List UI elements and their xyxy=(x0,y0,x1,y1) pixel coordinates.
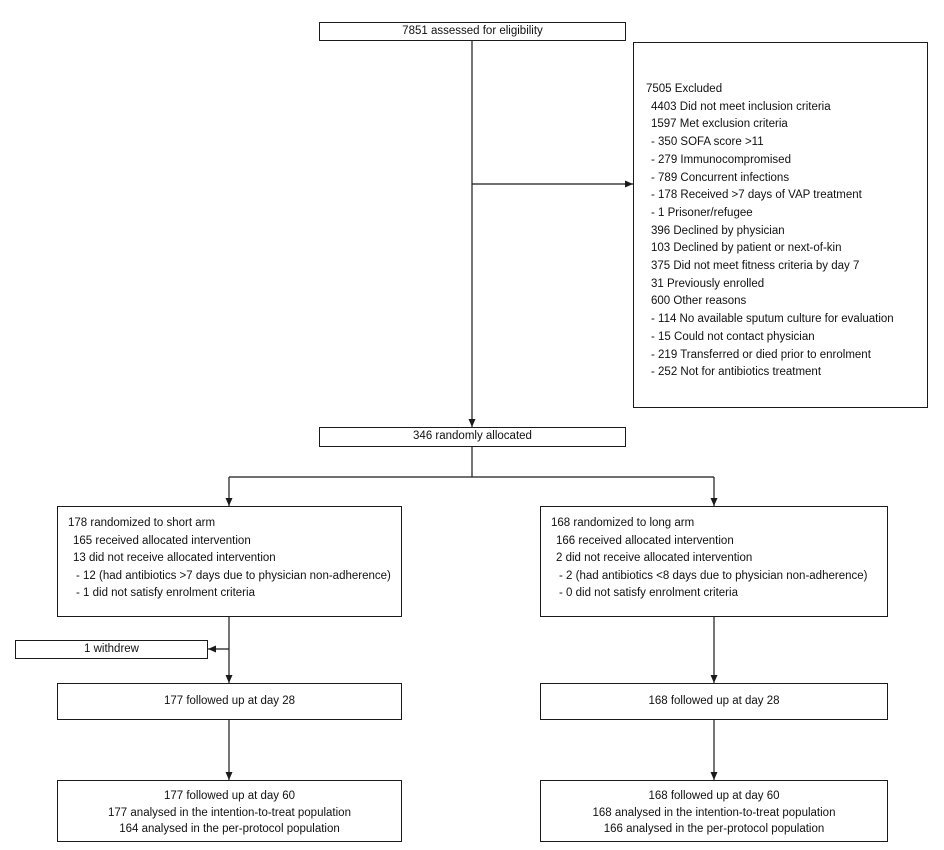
long-day28-box: 168 followed up at day 28 xyxy=(540,683,888,720)
long-arm-line: 2 did not receive allocated intervention xyxy=(556,552,753,565)
short-arm-box: 178 randomized to short arm 165 received… xyxy=(57,506,402,617)
excluded-line: 31 Previously enrolled xyxy=(651,277,765,290)
excluded-line: 1597 Met exclusion criteria xyxy=(651,118,788,131)
short-day28-box: 177 followed up at day 28 xyxy=(57,683,402,720)
excluded-line: - 1 Prisoner/refugee xyxy=(651,206,753,219)
allocated-label: 346 randomly allocated xyxy=(413,430,532,443)
excluded-line: - 279 Immunocompromised xyxy=(651,153,791,166)
excluded-line: - 178 Received >7 days of VAP treatment xyxy=(651,189,862,202)
excluded-line: 375 Did not meet fitness criteria by day… xyxy=(651,260,860,273)
long-arm-line: - 0 did not satisfy enrolment criteria xyxy=(559,587,738,600)
short-day28-label: 177 followed up at day 28 xyxy=(163,694,296,707)
eligibility-label: 7851 assessed for eligibility xyxy=(402,24,543,37)
excluded-line: 7505 Excluded xyxy=(646,83,723,95)
short-arm-line: 13 did not receive allocated interventio… xyxy=(73,552,276,565)
long-arm-line: - 2 (had antibiotics <8 days due to phys… xyxy=(559,569,868,582)
excluded-line: - 15 Could not contact physician xyxy=(651,330,815,343)
excluded-line: - 350 SOFA score >11 xyxy=(651,136,764,149)
excluded-line: - 252 Not for antibiotics treatment xyxy=(651,366,822,379)
long-day60-line: 168 followed up at day 60 xyxy=(648,790,780,802)
excluded-line: - 219 Transferred or died prior to enrol… xyxy=(651,348,871,361)
short-arm-line: - 12 (had antibiotics >7 days due to phy… xyxy=(76,569,391,582)
long-day28-label: 168 followed up at day 28 xyxy=(648,694,780,707)
excluded-line: - 789 Concurrent infections xyxy=(651,171,790,184)
eligibility-box: 7851 assessed for eligibility xyxy=(319,22,626,41)
withdrew-box: 1 withdrew xyxy=(15,640,208,659)
excluded-line: 103 Declined by patient or next-of-kin xyxy=(651,242,842,255)
long-arm-line: 166 received allocated intervention xyxy=(556,534,734,547)
short-day60-line: 164 analysed in the per-protocol populat… xyxy=(119,823,340,835)
excluded-line: 4403 Did not meet inclusion criteria xyxy=(651,100,831,113)
excluded-line: 396 Declined by physician xyxy=(651,224,785,237)
short-day60-line: 177 followed up at day 60 xyxy=(163,790,296,802)
short-arm-line: 165 received allocated intervention xyxy=(73,534,251,547)
short-arm-line: - 1 did not satisfy enrolment criteria xyxy=(76,587,255,600)
short-day60-box: 177 followed up at day 60 177 analysed i… xyxy=(57,780,402,842)
allocated-box: 346 randomly allocated xyxy=(319,427,626,447)
short-day60-line: 177 analysed in the intention-to-treat p… xyxy=(108,806,351,819)
excluded-line: 600 Other reasons xyxy=(651,295,747,308)
short-arm-line: 178 randomized to short arm xyxy=(68,517,216,529)
long-arm-box: 168 randomized to long arm 166 received … xyxy=(540,506,888,617)
excluded-box: 7505 Excluded 4403 Did not meet inclusio… xyxy=(633,42,928,408)
excluded-line: - 114 No available sputum culture for ev… xyxy=(651,313,894,326)
long-day60-box: 168 followed up at day 60 168 analysed i… xyxy=(540,780,888,842)
long-day60-line: 166 analysed in the per-protocol populat… xyxy=(603,823,825,835)
long-arm-line: 168 randomized to long arm xyxy=(551,517,695,529)
long-day60-line: 168 analysed in the intention-to-treat p… xyxy=(592,806,836,819)
withdrew-label: 1 withdrew xyxy=(84,642,139,655)
